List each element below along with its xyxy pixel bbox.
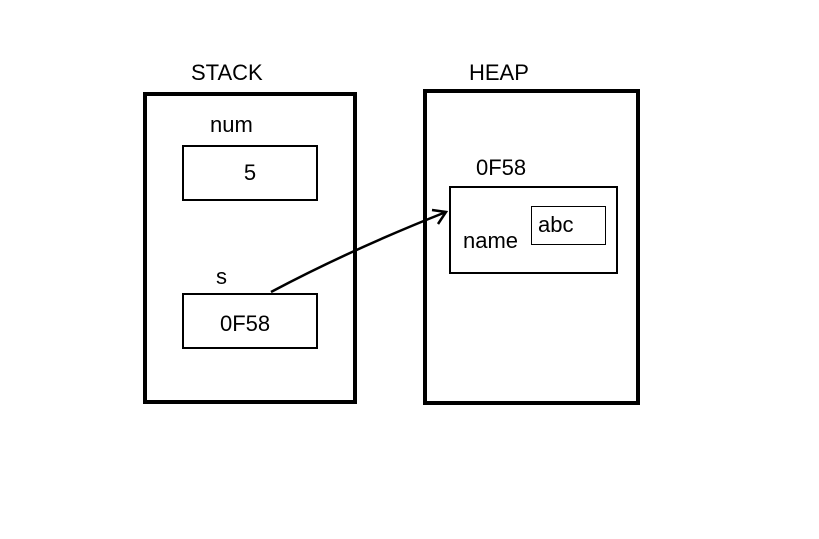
stack-var-num-label: num — [210, 112, 253, 137]
heap-field-value: abc — [538, 212, 574, 237]
stack-region — [143, 92, 357, 404]
stack-var-num-cell: 5 — [182, 145, 318, 201]
stack-var-s-value: 0F58 — [220, 311, 271, 336]
stack-var-num-value: 5 — [243, 160, 257, 185]
heap-object-address: 0F58 — [476, 155, 527, 180]
heap-field-name: name — [463, 228, 519, 253]
stack-title: STACK — [191, 60, 263, 85]
heap-field-value-cell: abc — [531, 206, 606, 245]
stack-var-s-label: s — [216, 264, 227, 289]
heap-title: HEAP — [469, 60, 529, 85]
heap-object: name abc — [449, 186, 618, 274]
stack-var-s-cell: 0F58 — [182, 293, 318, 349]
